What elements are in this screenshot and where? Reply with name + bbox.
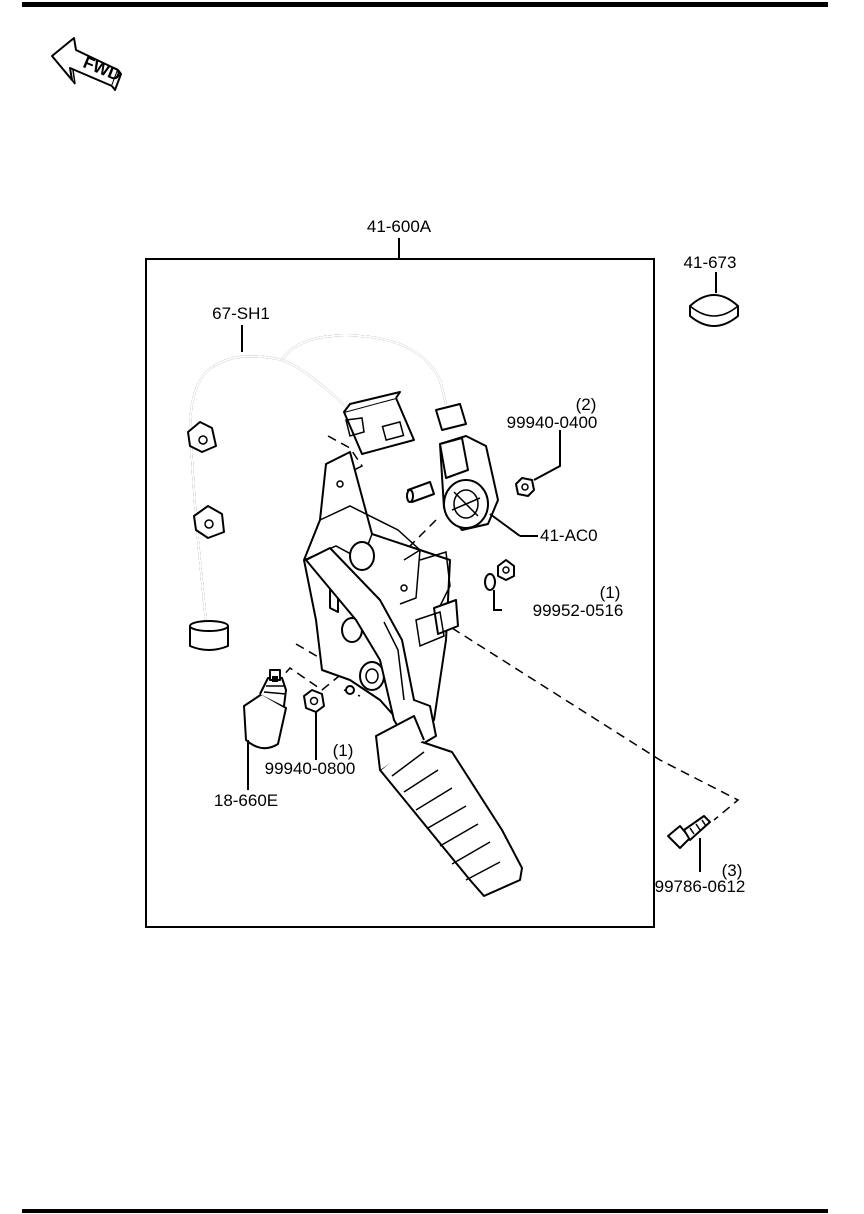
pedal-arm bbox=[305, 547, 437, 751]
pedal-sensor-part bbox=[406, 435, 499, 531]
label-18-660E: 18-660E bbox=[214, 791, 278, 810]
label-99786-0612-qty: (3) bbox=[722, 861, 743, 880]
washer-nut-part bbox=[484, 559, 515, 591]
nut-small-leader bbox=[533, 430, 561, 481]
label-99940-0800-qty: (1) bbox=[333, 741, 354, 760]
label-41-AC0: 41-AC0 bbox=[540, 526, 598, 545]
pedal-pad bbox=[375, 715, 523, 897]
label-99952-0516: 99952-0516 bbox=[533, 601, 624, 620]
bottom-rule bbox=[22, 1209, 828, 1213]
label-41-673: 41-673 bbox=[684, 253, 737, 272]
label-99952-0516-qty: (1) bbox=[600, 583, 621, 602]
fwd-arrow-icon: FWD bbox=[51, 37, 124, 91]
label-99940-0400: 99940-0400 bbox=[507, 413, 598, 432]
wire-harness bbox=[187, 334, 467, 651]
pedal-bracket bbox=[303, 451, 459, 737]
label-99786-0612: 99786-0612 bbox=[655, 877, 746, 896]
washer-nut-leader bbox=[493, 590, 502, 611]
bolt-part bbox=[667, 815, 711, 849]
dashed-guide-sensor bbox=[399, 519, 437, 557]
nut-small-part bbox=[515, 477, 535, 497]
label-41-600A: 41-600A bbox=[367, 217, 432, 236]
dashed-guide-bolt bbox=[451, 627, 740, 821]
label-99940-0800: 99940-0800 bbox=[265, 759, 356, 778]
sensor-leader bbox=[489, 513, 521, 537]
dashed-guide-connector bbox=[327, 435, 364, 477]
stop-switch-part bbox=[243, 669, 287, 750]
label-99940-0400-qty: (2) bbox=[576, 395, 597, 414]
label-67-SH1: 67-SH1 bbox=[212, 304, 270, 323]
nut-large-part bbox=[303, 685, 355, 713]
cap-part bbox=[689, 294, 739, 327]
top-rule bbox=[22, 2, 828, 7]
